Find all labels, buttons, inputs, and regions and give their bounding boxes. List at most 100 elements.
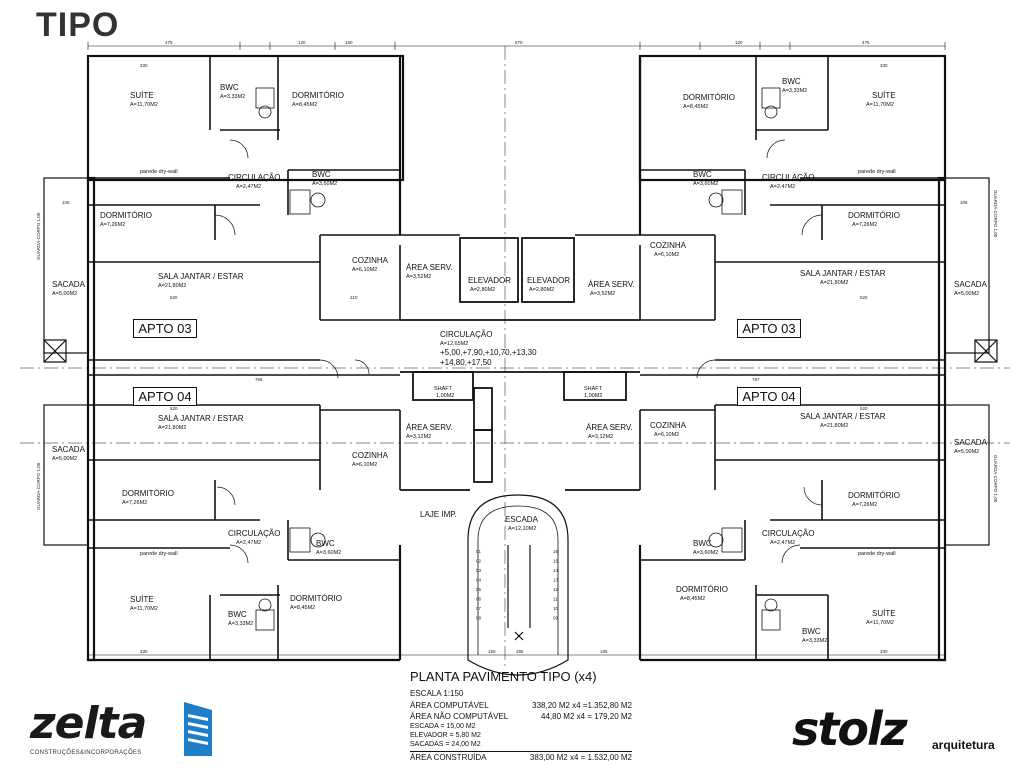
area-label-construida: ÁREA CONSTRUÍDA — [410, 753, 487, 762]
area-bwc-br: A=3,60M2 — [693, 550, 718, 556]
area-circ-bl: A=2,47M2 — [236, 540, 261, 546]
wall-note-br: parede dry-wall — [858, 551, 896, 557]
walls-right-wing — [638, 54, 947, 662]
area-dorm1-bl: A=8,45M2 — [290, 605, 315, 611]
area-circ-tr: A=2,47M2 — [770, 184, 795, 190]
area-bwc-suite-br: A=3,33M2 — [802, 638, 827, 644]
area-sacada-tl: A=5,00M2 — [52, 291, 77, 297]
room-dorm1-tl: DORMITÓRIO — [292, 91, 344, 100]
area-sala-br: A=21,80M2 — [820, 423, 848, 429]
area-sacada-tr: A=5,00M2 — [954, 291, 979, 297]
room-sacada-tl: SACADA — [52, 280, 86, 289]
stair-step-11: 11 — [553, 597, 558, 602]
dim-suite-br: 330 — [880, 649, 888, 654]
stair-step-09: 09 — [553, 616, 559, 621]
walls-apto04-right — [639, 374, 945, 660]
room-suite-br: SUÍTE — [872, 609, 896, 618]
dim-stair-2: 265 — [516, 649, 524, 654]
area-suite-tr: A=11,70M2 — [866, 102, 894, 108]
area-sala-tl: A=21,80M2 — [158, 283, 186, 289]
room-bwc-tl: BWC — [312, 170, 331, 179]
guarda-corpo-tl: GUARDA-CORPO 1,00 — [36, 212, 41, 260]
area-elevador-2: A=2,80M2 — [529, 287, 554, 293]
dim-stair-1: 150 — [488, 649, 496, 654]
room-cozinha-bl: COZINHA — [352, 451, 389, 460]
area-circ-core: A=12,65M2 — [440, 341, 468, 347]
stolz-wordmark: stolz — [792, 702, 908, 756]
area-cozinha-bl: A=6,10M2 — [352, 462, 377, 468]
area-dorm1-tl: A=8,45M2 — [292, 102, 317, 108]
sacada-right-bottom — [944, 404, 990, 546]
apto-04-right-tag: APTO 04 — [737, 387, 801, 406]
area-row-construida: ÁREA CONSTRUÍDA 383,00 M2 x4 = 1.532,00 … — [410, 751, 632, 763]
area-cozinha-tr: A=6,10M2 — [654, 252, 679, 258]
core-levels: +5,00,+7,90,+10,70,+13,30 — [440, 348, 537, 357]
room-shaft-2: SHAFT — [584, 386, 603, 392]
area-elevador-1: A=2,80M2 — [470, 287, 495, 293]
room-escada: ESCADA — [505, 515, 539, 524]
stair-step-14: 14 — [553, 568, 559, 573]
dim-sala-tr: 520 — [860, 295, 868, 300]
dim-sacada-tl: 105 — [62, 200, 70, 205]
room-sacada-tr: SACADA — [954, 280, 988, 289]
room-circ-tr: CIRCULAÇÃO — [762, 173, 814, 182]
area-row-sacadas: SACADAS = 24,00 M2 — [410, 741, 481, 748]
area-bwc-tl: A=3,60M2 — [312, 181, 337, 187]
room-bwc-suite-tl: BWC — [220, 83, 239, 92]
room-areaserv-tr: ÁREA SERV. — [588, 280, 635, 289]
dim-suite-tr: 330 — [880, 63, 888, 68]
wall-note-bl: parede dry-wall — [140, 551, 178, 557]
dim-suite-bl: 330 — [140, 649, 148, 654]
bath-fixtures — [255, 87, 781, 631]
stair-step-15: 15 — [553, 559, 559, 564]
room-areaserv-tl: ÁREA SERV. — [406, 263, 453, 272]
area-sacada-br: A=5,00M2 — [954, 449, 979, 455]
dim-top-3: 180 — [345, 40, 353, 45]
room-cozinha-tr: COZINHA — [650, 241, 687, 250]
room-dorm2-tr: DORMITÓRIO — [848, 211, 900, 220]
area-row-escada: ESCADA = 15,00 M2 — [410, 723, 476, 730]
dim-top-5: 120 — [735, 40, 743, 45]
plan-title: PLANTA PAVIMENTO TIPO (x4) — [410, 669, 597, 684]
zelta-logo: zelta CONSTRUÇÕES&INCORPORAÇÕES — [30, 698, 220, 760]
walls-left-wing — [86, 54, 405, 662]
room-elevador-1: ELEVADOR — [468, 276, 511, 285]
area-shaft-1: 1,00M2 — [436, 393, 454, 399]
area-dorm2-tr: A=7,26M2 — [852, 222, 877, 228]
room-sala-bl: SALA JANTAR / ESTAR — [158, 414, 244, 423]
room-circ-tl: CIRCULAÇÃO — [228, 173, 280, 182]
room-suite-tr: SUÍTE — [872, 91, 896, 100]
room-circ-br: CIRCULAÇÃO — [762, 529, 814, 538]
room-areaserv-bl: ÁREA SERV. — [406, 423, 453, 432]
area-label-nao-computavel: ÁREA NÃO COMPUTÁVEL — [410, 712, 509, 721]
stair-step-03: 03 — [476, 568, 482, 573]
room-bwc-suite-tr: BWC — [782, 77, 801, 86]
room-bwc-br: BWC — [693, 539, 712, 548]
page-title: TIPO — [36, 6, 120, 44]
room-shaft-1: SHAFT — [434, 386, 453, 392]
stair-step-16: 16 — [553, 549, 559, 554]
area-row-elevador: ELEVADOR = 5,80 M2 — [410, 732, 481, 739]
area-dorm2-br: A=7,26M2 — [852, 502, 877, 508]
dim-sala-tl: 520 — [170, 295, 178, 300]
plan-scale: ESCALA 1:150 — [410, 689, 464, 698]
room-cozinha-br: COZINHA — [650, 421, 687, 430]
apto-03-right-tag: APTO 03 — [737, 319, 801, 338]
area-summary-table: ÁREA COMPUTÁVEL 338,20 M2 x4 =1.352,80 M… — [410, 700, 632, 763]
room-sala-br: SALA JANTAR / ESTAR — [800, 412, 886, 421]
area-dorm2-tl: A=7,26M2 — [100, 222, 125, 228]
guarda-corpo-bl: GUARDA-CORPO 1,00 — [36, 462, 41, 510]
room-circ-bl: CIRCULAÇÃO — [228, 529, 280, 538]
core-levels-2: +14,80,+17,50 — [440, 358, 492, 367]
axis-lines — [20, 46, 1010, 670]
area-cozinha-br: A=6,10M2 — [654, 432, 679, 438]
room-suite-tl: SUÍTE — [130, 91, 154, 100]
dim-stair-3: 185 — [600, 649, 608, 654]
guarda-corpo-br: GUARDA-CORPO 1,00 — [993, 455, 998, 503]
area-shaft-2: 1,00M2 — [584, 393, 602, 399]
area-areaserv-tl: A=3,52M2 — [406, 274, 431, 280]
stair — [467, 494, 569, 676]
area-row-nao-computavel: ÁREA NÃO COMPUTÁVEL 44,80 M2 x4 = 179,20… — [410, 711, 632, 722]
